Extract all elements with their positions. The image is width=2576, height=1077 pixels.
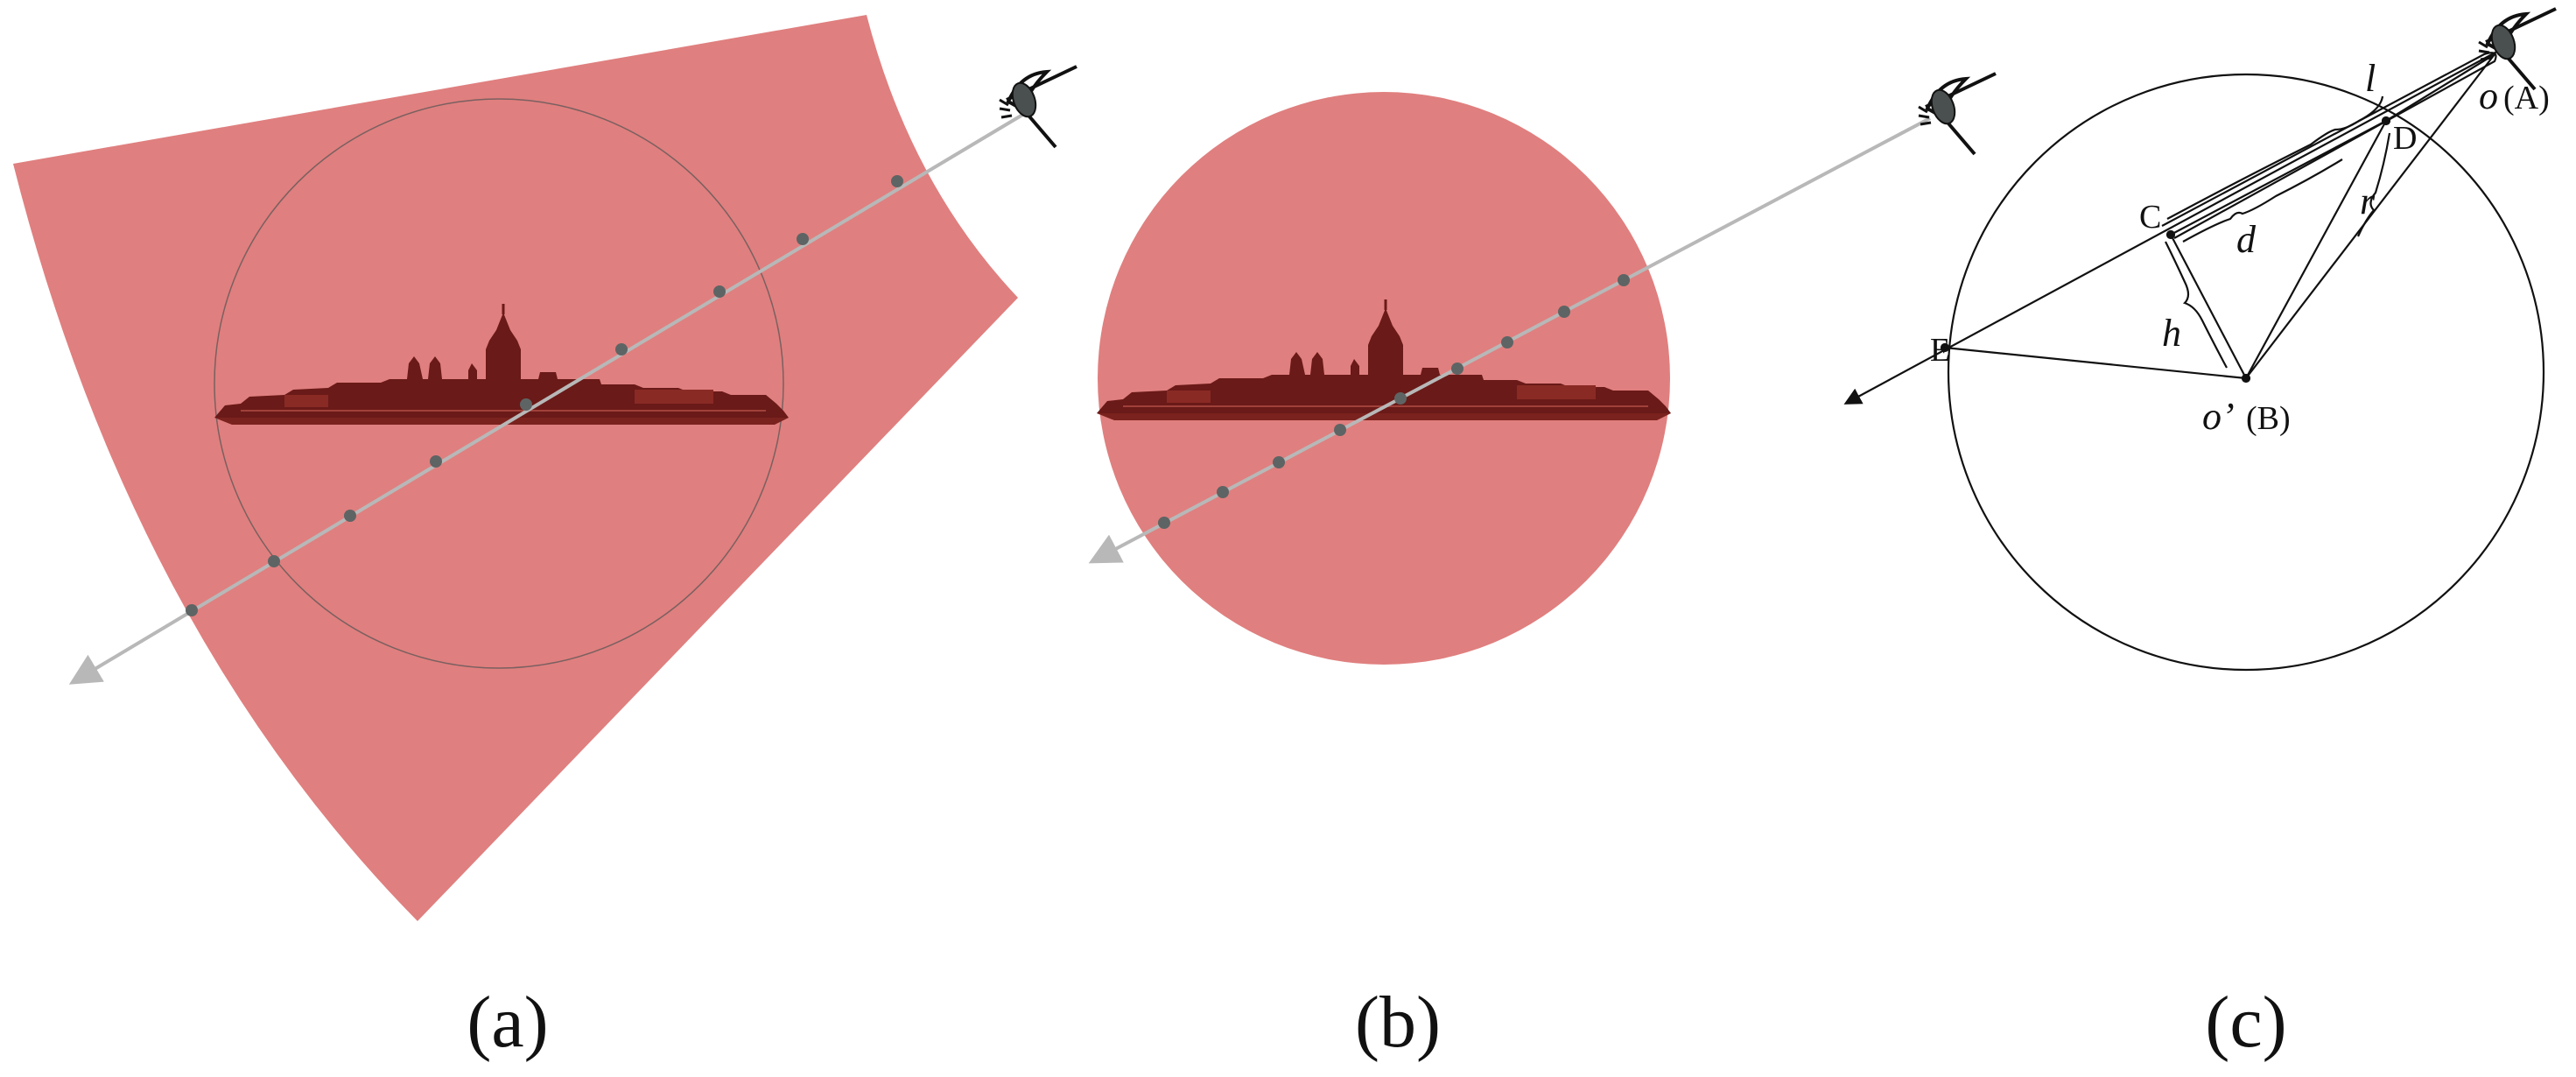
point-D [2381, 116, 2391, 126]
sample-dot [1451, 363, 1463, 375]
line-E-B [1944, 346, 2247, 380]
eye-icon [998, 65, 1078, 149]
line-C-D [2170, 120, 2387, 236]
eye-icon [1917, 72, 1997, 156]
line-C-B [2170, 234, 2247, 379]
label-B: (B) [2246, 400, 2291, 437]
sample-dot [797, 233, 809, 245]
sample-dot [713, 285, 726, 298]
point-E [1940, 342, 1950, 353]
sample-dot [1501, 336, 1513, 348]
sample-points [1158, 274, 1630, 529]
label-oprime: o’ [2202, 395, 2235, 438]
caption-b: (b) [1355, 982, 1441, 1063]
sphere-outline [1947, 73, 2545, 672]
point-B [2241, 373, 2251, 384]
sample-dot [1394, 392, 1407, 405]
sample-dot [1158, 517, 1170, 529]
bounding-sphere-outline [214, 98, 784, 669]
panel-a: (a) [13, 15, 1078, 1063]
label-C: C [2139, 199, 2161, 236]
panel-c-labels: C D E l d h r o (A) o’ (B) [1930, 57, 2550, 438]
label-l: l [2365, 57, 2376, 100]
sample-dot [1273, 456, 1285, 468]
sample-dot [268, 555, 280, 567]
panel-c [1843, 47, 2545, 672]
line-D-B [2245, 120, 2387, 379]
label-E: E [1930, 332, 1950, 369]
label-d: d [2236, 218, 2257, 261]
brace-r [2356, 132, 2391, 237]
label-o: o [2479, 74, 2498, 117]
label-D: D [2393, 120, 2417, 157]
segment-wedge [2161, 52, 2497, 239]
label-A: (A) [2503, 80, 2550, 116]
sample-dot [615, 343, 628, 355]
caption-a: (a) [467, 982, 548, 1063]
line-D-A [2385, 53, 2495, 122]
sample-dot [891, 175, 903, 187]
view-ray [1843, 47, 2504, 405]
label-h: h [2162, 312, 2181, 355]
label-r: r [2360, 180, 2376, 222]
view-ray [68, 109, 1030, 685]
sample-points [186, 175, 903, 616]
sample-dot [1334, 424, 1346, 436]
sample-dot [186, 604, 198, 616]
sample-dot [1558, 306, 1570, 318]
panel-b: (b) [1088, 72, 1997, 1063]
brace-d [2182, 158, 2343, 243]
caption-c: (c) [2205, 982, 2286, 1063]
sample-dot [1618, 274, 1630, 286]
brace-h [2165, 241, 2228, 369]
frustum-region [13, 15, 1018, 921]
sample-dot [430, 455, 442, 468]
sample-dot [520, 398, 532, 411]
point-C [2165, 229, 2176, 240]
brace-l [2166, 95, 2384, 220]
sample-dot [1217, 486, 1229, 498]
sample-dot [344, 510, 356, 522]
